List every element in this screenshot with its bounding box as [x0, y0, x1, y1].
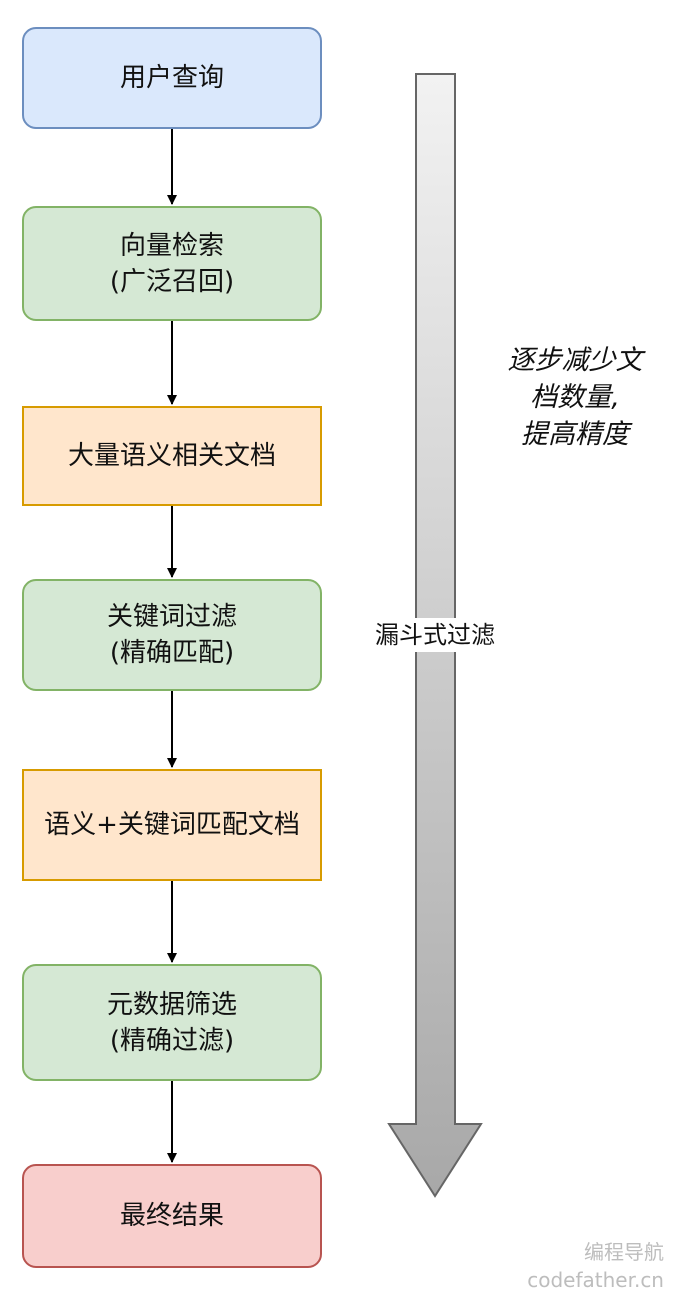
- node-final-result: 最终结果: [22, 1164, 322, 1268]
- watermark-url: codefather.cn: [527, 1268, 664, 1292]
- funnel-label: 漏斗式过滤: [362, 618, 508, 652]
- node-label: 大量语义相关文档: [67, 441, 276, 471]
- node-hybrid-docs: 语义+关键词匹配文档: [22, 769, 322, 881]
- node-label: 最终结果: [119, 1201, 224, 1231]
- node-keyword-filter: 关键词过滤 (精确匹配): [22, 579, 322, 691]
- node-label: 向量检索: [119, 230, 224, 261]
- note-line: 档数量,: [530, 382, 620, 413]
- note-line: 逐步减少文: [507, 345, 643, 376]
- node-sublabel: (精确过滤): [109, 1025, 235, 1056]
- node-semantic-docs: 大量语义相关文档: [22, 406, 322, 506]
- node-metadata-filter: 元数据筛选 (精确过滤): [22, 964, 322, 1081]
- node-label: 关键词过滤: [106, 602, 237, 632]
- node-label: 元数据筛选: [106, 989, 237, 1020]
- funnel-note: 逐步减少文 档数量, 提高精度: [490, 342, 660, 453]
- node-vector-search: 向量检索 (广泛召回): [22, 206, 322, 321]
- watermark-title: 编程导航: [584, 1240, 664, 1264]
- node-user-query: 用户查询: [22, 27, 322, 129]
- node-label: 语义+关键词匹配文档: [44, 810, 300, 840]
- node-sublabel: (精确匹配): [109, 638, 235, 668]
- note-line: 提高精度: [521, 419, 629, 450]
- node-label: 用户查询: [119, 63, 224, 93]
- node-sublabel: (广泛召回): [109, 266, 235, 297]
